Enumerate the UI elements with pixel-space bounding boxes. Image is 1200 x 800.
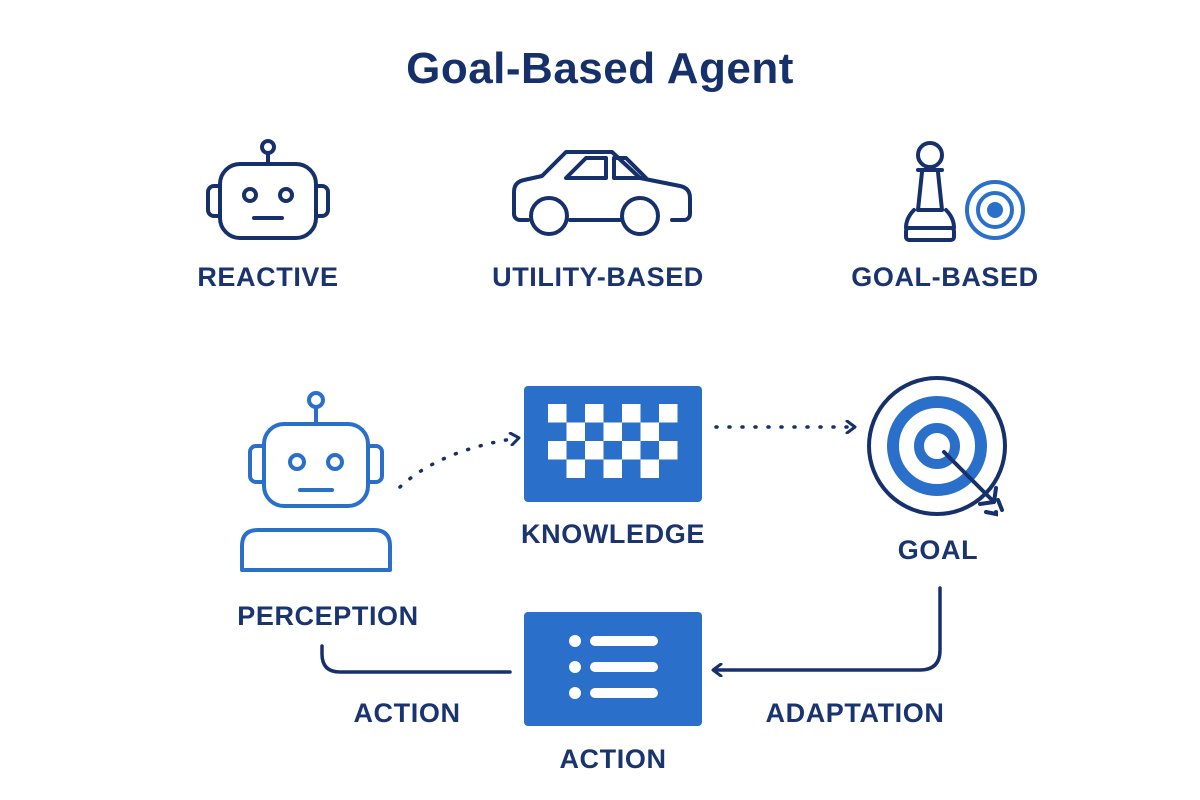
action-node-label: ACTION	[559, 744, 667, 774]
checker-square	[659, 441, 678, 460]
checker-square	[622, 441, 641, 460]
goal-label: GOAL	[897, 535, 979, 565]
reactive-label: REACTIVE	[197, 262, 339, 292]
goal-based-label: GOAL-BASED	[851, 262, 1039, 292]
perception-to-knowledge-arrow	[398, 438, 518, 489]
checker-square	[566, 459, 585, 478]
checker-square	[640, 422, 659, 441]
checker-square	[548, 404, 567, 423]
chess-pawn-target-icon	[904, 141, 1025, 242]
checker-square	[603, 422, 622, 441]
checker-square	[585, 441, 604, 460]
action-to-perception-line	[320, 644, 512, 674]
checker-square	[603, 459, 622, 478]
checker-square	[659, 404, 678, 423]
checker-square	[640, 459, 659, 478]
checker-square	[548, 441, 567, 460]
goal-to-action-arrow	[714, 586, 942, 670]
list-icon	[524, 612, 702, 726]
checkerboard-icon	[524, 386, 702, 502]
page-title: Goal-Based Agent	[406, 44, 794, 93]
perception-label: PERCEPTION	[237, 601, 419, 631]
car-icon	[512, 150, 692, 236]
action-edge-label: ACTION	[353, 698, 461, 728]
checker-square	[566, 422, 585, 441]
target-arrow-icon	[867, 376, 1007, 517]
utility-based-label: UTILITY-BASED	[492, 262, 704, 292]
adaptation-edge-label: ADAPTATION	[765, 698, 945, 728]
checker-square	[622, 404, 641, 423]
robot-head-icon	[206, 139, 330, 240]
knowledge-label: KNOWLEDGE	[521, 519, 705, 549]
robot-icon	[240, 391, 392, 572]
checker-square	[585, 404, 604, 423]
